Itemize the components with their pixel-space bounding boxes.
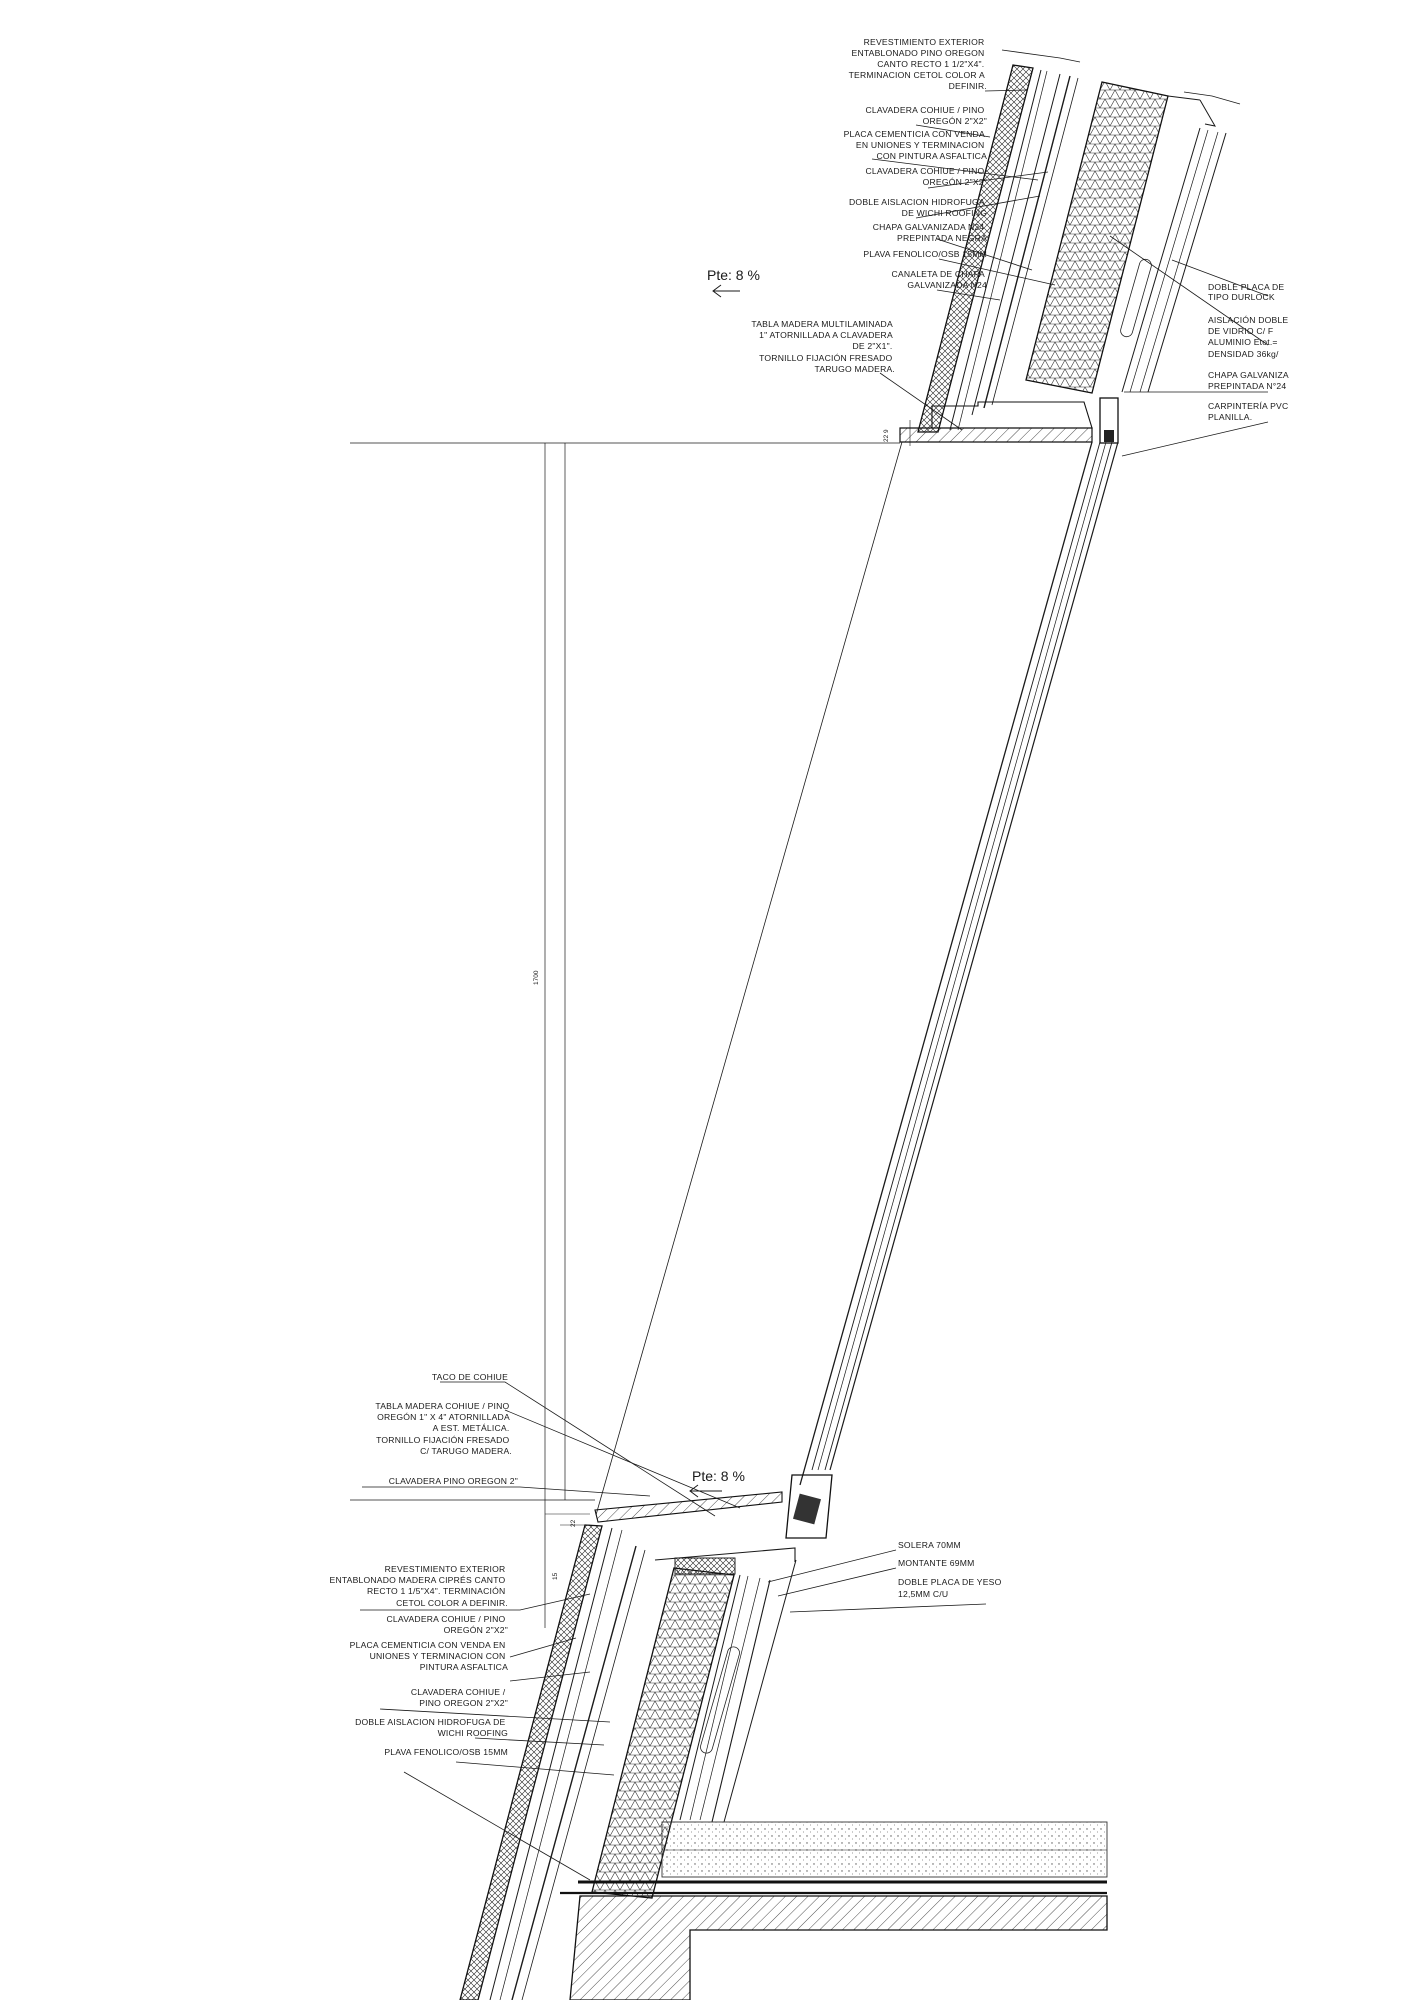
window-sill-frame [785,1474,833,1539]
top-stud-slot [1120,258,1152,338]
note-revestimiento-bottom: REVESTIMIENTO EXTERIOR ENTABLONADO MADER… [330,1564,508,1608]
top-notes: REVESTIMIENTO EXTERIOR ENTABLONADO PINO … [751,37,987,374]
note-doble-placa-yeso: DOBLE PLACA DE YESO 12,5MM C/U [898,1577,1004,1599]
note-clavadera-top-1: CLAVADERA COHIUE / PINO OREGÓN 2"X2" [866,105,987,126]
slope-bottom-label: Pte: 8 % [692,1468,745,1484]
note-solera: SOLERA 70MM [898,1540,961,1550]
top-insulation [1025,81,1169,394]
note-plava-top: PLAVA FENOLICO/OSB 15MM [863,249,987,259]
note-clavadera-bottom-1: CLAVADERA COHIUE / PINO OREGÓN 2"X2" [387,1614,508,1635]
top-wall-section [899,49,1241,444]
bottom-sill-board [594,1491,783,1523]
dimension-lines: 1700 22 9 22 15 [350,420,911,1628]
bottom-wall-section [459,1491,797,2000]
note-placa-cementicia-top: PLACA CEMENTICIA CON VENDA EN UNIONES Y … [844,129,987,161]
note-clavadera-pino-bottom: CLAVADERA PINO OREGON 2" [389,1476,518,1486]
slope-top: Pte: 8 % [707,267,760,298]
bottom-studs [674,1557,736,1575]
note-aislacion-top: DOBLE AISLACION HIDROFUGA DE WICHI ROOFI… [849,197,987,218]
note-tabla-top: TABLA MADERA MULTILAMINADA 1" ATORNILLAD… [751,319,895,374]
floor-slab [560,1821,1108,2000]
note-taco-cohiue: TACO DE COHIUE [432,1372,508,1382]
bottom-notes: TACO DE COHIUE TABLA MADERA COHIUE / PIN… [330,1372,518,1757]
top-window-head [1099,397,1119,444]
note-aislacion-bottom: DOBLE AISLACION HIDROFUGA DE WICHI ROOFI… [355,1717,508,1738]
dim-bottom-offset: 15 [552,1572,559,1580]
slope-bottom: Pte: 8 % [689,1468,745,1498]
note-carpinteria-right: CARPINTERÍA PVC PLANILLA. [1208,401,1291,422]
bottom-cladding-boards [459,1524,603,2000]
note-montante: MONTANTE 69MM [898,1558,974,1568]
note-chapa-right: CHAPA GALVANIZA PREPINTADA N°24 [1208,370,1291,391]
note-revestimiento-top: REVESTIMIENTO EXTERIOR ENTABLONADO PINO … [849,37,987,91]
top-sill-board [899,427,1093,443]
note-chapa-top: CHAPA GALVANIZADA N24 PREPINTADA NEGRA [873,222,987,243]
note-clavadera-bottom-2: CLAVADERA COHIUE / PINO OREGON 2"X2" [411,1687,508,1708]
note-tabla-bottom: TABLA MADERA COHIUE / PINO OREGÓN 1" X 4… [375,1401,512,1456]
bottom-stud-slot [700,1646,740,1754]
dim-bottom-sill: 22 [570,1519,577,1527]
floor-screed [661,1821,1108,1878]
note-canaleta-top: CANALETA DE CHAPA GALVANIZADA N24 [892,269,987,290]
inner-notes: SOLERA 70MM MONTANTE 69MM DOBLE PLACA DE… [898,1540,1004,1599]
top-gutter [931,401,1093,429]
concrete-slab [569,1895,1108,2000]
note-doble-placa-right: DOBLE PLACA DE TIPO DURLOCK [1208,282,1287,302]
note-plava-bottom: PLAVA FENOLICO/OSB 15MM [384,1747,508,1757]
window-glazing [595,441,1119,1539]
note-placa-cementicia-bottom: PLACA CEMENTICIA CON VENDA EN UNIONES Y … [350,1640,508,1672]
dim-window-height: 1700 [533,970,540,985]
slope-top-label: Pte: 8 % [707,267,760,283]
right-notes: DOBLE PLACA DE TIPO DURLOCK AISLACIÓN DO… [1208,282,1291,422]
dim-top-sill: 22 9 [883,429,890,442]
leader-lines [360,89,1269,1881]
note-aislacion-lana-right: AISLACIÓN DOBLE DE VIDRIO C/ F ALUMINIO … [1208,315,1291,359]
note-clavadera-top-2: CLAVADERA COHIUE / PINO OREGÓN 2"X2" [866,166,987,187]
